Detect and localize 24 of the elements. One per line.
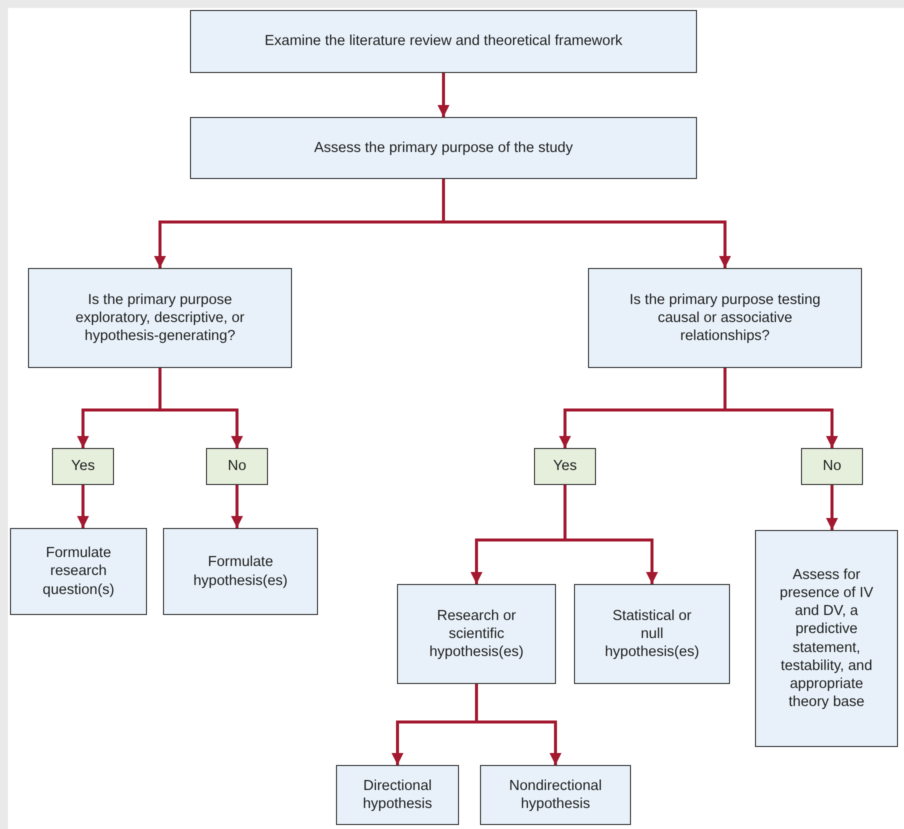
process-box: Is the primary purpose testing causal or associative relationships? — [588, 268, 862, 368]
answer-box: No — [206, 448, 268, 485]
process-box: Formulate research question(s) — [10, 528, 147, 615]
arrow — [231, 485, 243, 528]
arrow — [442, 179, 731, 268]
process-box: Nondirectional hypothesis — [480, 765, 631, 825]
arrow — [438, 73, 450, 117]
arrow — [564, 485, 658, 584]
process-box: Formulate hypothesis(es) — [163, 528, 318, 615]
process-box: Assess the primary purpose of the study — [190, 117, 697, 179]
process-box: Examine the literature review and theoretical framework — [190, 10, 697, 73]
process-box: Statistical or null hypothesis(es) — [574, 584, 730, 684]
process-box: Assess for presence of IV and DV, a predictive statement, testability, and appropriate theory base — [755, 530, 898, 747]
answer-box: No — [801, 448, 863, 485]
arrow — [77, 485, 89, 528]
arrow — [475, 684, 562, 765]
arrow — [158, 368, 243, 448]
arrow — [826, 485, 838, 530]
process-box: Research or scientific hypothesis(es) — [397, 584, 556, 684]
process-box: Is the primary purpose exploratory, descriptive, or hypothesis-generating? — [28, 268, 292, 368]
answer-box: Yes — [534, 448, 596, 485]
answer-box: Yes — [52, 448, 114, 485]
arrow — [724, 368, 838, 448]
process-box: Directional hypothesis — [336, 765, 459, 825]
